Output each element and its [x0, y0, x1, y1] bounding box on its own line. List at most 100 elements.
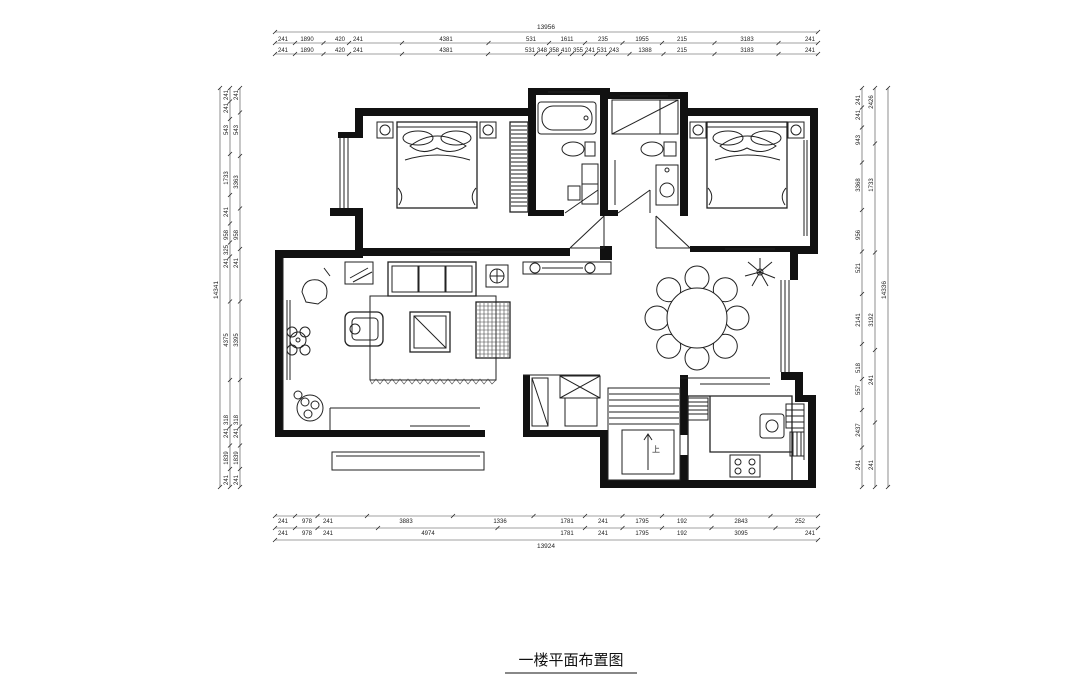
wall-bath-middle — [600, 88, 608, 216]
dimension-tick — [272, 537, 278, 543]
stair-treads — [609, 393, 679, 425]
dimension-tick — [859, 407, 865, 413]
dimension-label: 241 — [278, 48, 289, 54]
bed-left — [396, 121, 478, 209]
dimension-label: 1611 — [561, 37, 575, 43]
dimension-label: 241 — [234, 257, 240, 268]
dimension-tick — [237, 85, 243, 91]
wall-kitchen-bottom — [600, 480, 816, 488]
dimension-tick — [237, 424, 243, 429]
dimension-label: 192 — [677, 531, 688, 537]
wall-stair-right-lower — [680, 455, 688, 485]
dimension-tick — [272, 40, 278, 46]
dining-table — [666, 287, 728, 349]
tv-cabinet — [329, 407, 480, 430]
toilet-left — [561, 141, 596, 157]
dimension-label: 420 — [335, 37, 346, 43]
bed-right — [706, 121, 788, 209]
door-right-bedroom — [655, 215, 691, 249]
wall-living-bottom — [275, 430, 485, 437]
dimension-label: 1890 — [300, 37, 314, 43]
dining-chair — [724, 305, 750, 331]
stair-up-label: 上 — [652, 445, 660, 454]
door-bathroom-right — [617, 189, 651, 214]
dimension-label: 241 — [323, 531, 334, 537]
dimension-tick — [292, 525, 298, 531]
dimension-label: 958 — [234, 229, 240, 240]
dimension-tick — [375, 525, 381, 531]
balcony-edge — [331, 451, 485, 471]
dining-chair — [712, 333, 738, 359]
dimension-label: 1336 — [493, 519, 507, 525]
wall-living-top-left — [275, 250, 363, 258]
dimension-label: 978 — [302, 519, 313, 525]
bathroom-left — [537, 101, 599, 205]
entry-cabinet — [522, 261, 612, 275]
dimension-label: 958 — [224, 229, 230, 240]
dimension-label: 2437 — [856, 423, 862, 437]
dimension-label: 358 — [549, 48, 560, 54]
dimension-label: 531 — [525, 48, 536, 54]
nightstand-right-1 — [689, 121, 707, 139]
potted-plant-dining — [744, 258, 776, 287]
dimension-tick — [227, 116, 233, 122]
ottoman-mat-grid — [477, 303, 509, 357]
dimension-label: 241 — [278, 519, 289, 525]
dimension-label: 252 — [795, 519, 806, 525]
dimension-tick — [399, 40, 405, 46]
dimension-label: 241 — [234, 474, 240, 485]
wall-left-bedroom-top — [355, 108, 530, 116]
dimension-tick — [292, 51, 298, 57]
wall-bath-bottom — [536, 210, 564, 216]
dimension-tick — [582, 513, 588, 519]
fridge — [785, 403, 805, 429]
dimension-label: 241 — [598, 519, 609, 525]
dimension-tick — [227, 99, 233, 104]
dimension-tick — [859, 207, 865, 213]
dimension-tick — [227, 192, 233, 198]
dimension-tick — [709, 525, 714, 531]
dimension-tick — [659, 525, 665, 531]
dimension-tick — [227, 466, 233, 472]
dimension-label: 557 — [856, 384, 862, 395]
dimension-label: 243 — [609, 48, 620, 54]
dimension-label: 241 — [856, 109, 862, 120]
dimension-tick — [859, 105, 865, 110]
dimension-tick — [531, 513, 536, 519]
dimension-label: 241 — [869, 374, 875, 385]
dimension-tick — [581, 51, 587, 57]
dimension-tick — [237, 466, 243, 472]
wall-left-bedroom-jog-top — [338, 132, 363, 138]
dimension-tick — [227, 85, 233, 91]
dimension-tick — [815, 29, 821, 35]
dimension-label: 241 — [224, 89, 230, 100]
dimension-label: 241 — [353, 48, 364, 54]
kitchen-hatch-cabinet — [687, 397, 709, 421]
wall-stair-left — [600, 430, 608, 488]
dimension-label: 2426 — [869, 95, 875, 109]
dimension-tick — [272, 51, 278, 57]
dimension-tick — [885, 85, 891, 91]
dimension-tick — [227, 424, 233, 429]
toilet-right — [640, 141, 677, 157]
dimension-tick — [768, 513, 773, 519]
window-bath-top — [548, 91, 668, 97]
dimension-tick — [533, 51, 539, 57]
dimension-tick — [227, 299, 233, 304]
dimension-label: 518 — [856, 362, 862, 373]
dining-chair — [684, 345, 710, 371]
dimension-tick — [227, 240, 233, 245]
dimension-label: 1795 — [635, 531, 649, 537]
dimension-label: 1733 — [224, 171, 230, 185]
dimension-label: 235 — [598, 37, 609, 43]
wall-right-bedroom-top — [680, 108, 818, 116]
dimension-tick — [227, 484, 233, 490]
dimension-tick — [237, 484, 243, 490]
stove — [729, 454, 761, 478]
dimension-label: 420 — [335, 48, 346, 54]
dimension-label: 241 — [234, 89, 240, 100]
dimension-tick — [364, 513, 370, 519]
dimension-tick — [486, 40, 491, 46]
bathroom-right — [611, 99, 679, 206]
